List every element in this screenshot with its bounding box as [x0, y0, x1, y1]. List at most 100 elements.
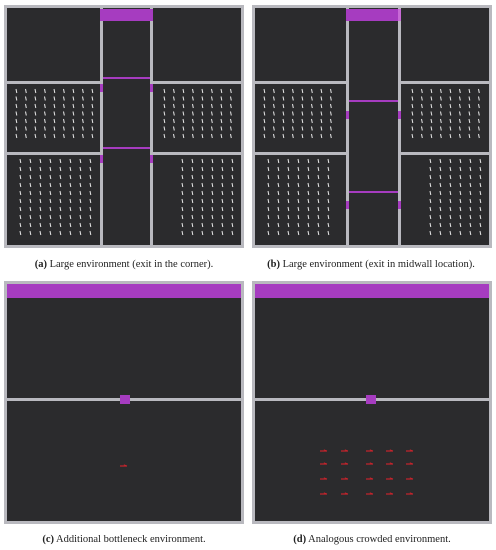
agent — [468, 133, 471, 139]
agent — [468, 111, 471, 116]
agent — [273, 111, 275, 116]
agent — [469, 222, 472, 228]
agent — [211, 190, 214, 196]
agent — [267, 174, 270, 180]
agent — [230, 103, 232, 109]
agent — [211, 96, 213, 101]
agent — [19, 158, 22, 164]
corridor-gate-2 — [103, 147, 150, 149]
agent — [201, 190, 204, 196]
agent — [39, 174, 42, 180]
agent — [411, 126, 414, 131]
agent — [311, 126, 313, 131]
agent — [311, 118, 313, 124]
agent — [49, 198, 52, 204]
agent — [173, 126, 175, 131]
agent — [29, 174, 32, 180]
agent — [429, 230, 432, 236]
agent — [230, 111, 232, 116]
agent — [72, 118, 75, 124]
agent — [301, 133, 304, 139]
agent-head — [389, 492, 394, 495]
agent — [211, 118, 213, 124]
agent — [317, 198, 320, 204]
agent — [49, 158, 52, 164]
agent — [72, 88, 75, 94]
agent — [29, 158, 32, 164]
agent — [39, 230, 42, 236]
agent — [320, 133, 323, 139]
agent — [478, 118, 480, 124]
caption-a-label: (a) — [34, 259, 47, 270]
agent — [59, 158, 62, 164]
agent — [79, 198, 82, 204]
agent — [29, 206, 32, 212]
agent — [82, 88, 84, 94]
agent — [307, 166, 310, 172]
agent — [277, 182, 280, 188]
agent — [421, 111, 423, 116]
agent — [317, 214, 320, 220]
agent — [440, 126, 442, 131]
agent — [320, 88, 323, 94]
agent — [287, 166, 290, 172]
agent — [15, 111, 18, 116]
agent — [449, 190, 452, 196]
agent — [429, 174, 432, 180]
agent — [459, 126, 461, 131]
agent — [287, 222, 290, 228]
agent — [211, 214, 214, 220]
agent — [411, 111, 414, 116]
agent — [163, 111, 166, 116]
panel-c-bottleneck — [4, 281, 244, 524]
agent — [307, 174, 310, 180]
agent — [479, 230, 482, 236]
agent-head — [369, 477, 374, 480]
agent — [459, 198, 462, 204]
agent — [181, 190, 184, 196]
agent — [59, 214, 62, 220]
agent — [19, 198, 22, 204]
agent — [421, 133, 423, 139]
agent — [182, 88, 185, 94]
agent — [449, 126, 452, 131]
agent — [211, 182, 214, 188]
agent — [49, 182, 52, 188]
agent — [327, 158, 330, 164]
agent — [182, 111, 185, 116]
agent — [287, 190, 290, 196]
agent — [211, 230, 214, 236]
agent — [429, 182, 432, 188]
agent — [430, 96, 433, 101]
agent — [301, 126, 304, 131]
agent — [479, 190, 482, 196]
agent — [191, 222, 194, 228]
agent — [69, 174, 72, 180]
agent — [201, 118, 204, 124]
agent — [19, 182, 22, 188]
agent — [301, 103, 304, 109]
agent — [49, 214, 52, 220]
agent — [53, 96, 56, 101]
agent — [181, 230, 184, 236]
floor — [255, 8, 489, 245]
agent — [421, 96, 423, 101]
agent — [330, 96, 332, 101]
agent — [49, 230, 52, 236]
agent — [221, 206, 224, 212]
agent — [429, 158, 432, 164]
agent-head — [409, 477, 414, 480]
agent — [267, 182, 270, 188]
agent — [292, 126, 294, 131]
environment-map-c — [4, 281, 244, 524]
agent — [53, 88, 56, 94]
agent — [459, 96, 461, 101]
agent — [320, 126, 323, 131]
agent — [231, 230, 234, 236]
agent — [411, 133, 414, 139]
agent — [79, 206, 82, 212]
agent — [230, 133, 232, 139]
agent — [297, 190, 300, 196]
agent — [263, 111, 266, 116]
agent — [478, 126, 480, 131]
